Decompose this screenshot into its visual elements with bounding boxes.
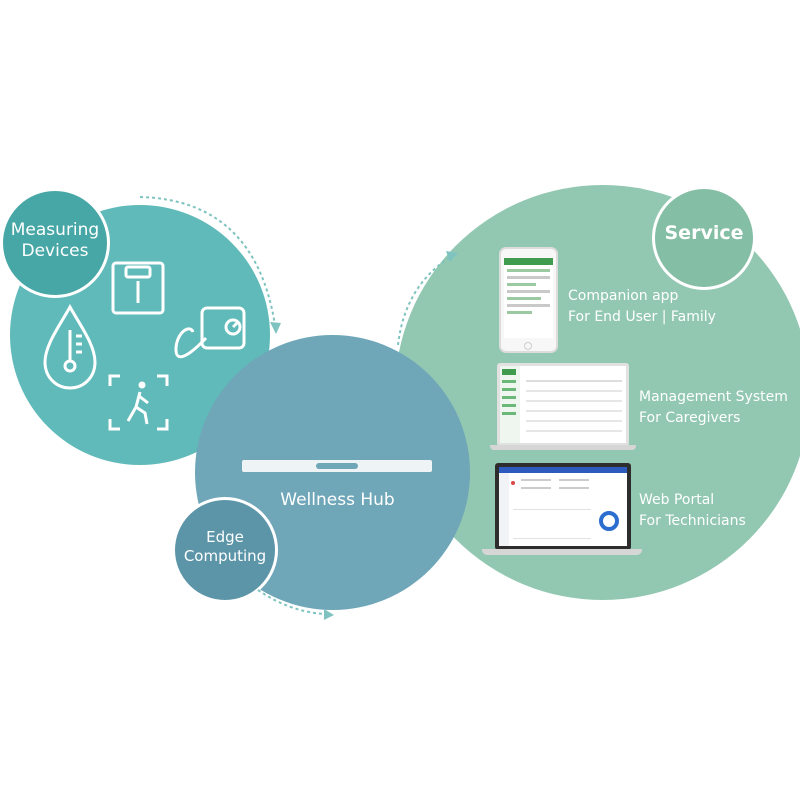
arrow-head-service bbox=[446, 251, 458, 262]
thermometer-drop-icon bbox=[45, 307, 95, 388]
gait-walking-icon bbox=[110, 376, 167, 429]
blood-pressure-monitor-icon bbox=[176, 308, 244, 357]
arrow-head-measuring bbox=[270, 322, 281, 334]
arrow-head-edge bbox=[324, 609, 334, 620]
arrow-measuring-to-hub bbox=[140, 197, 275, 325]
scale-icon bbox=[113, 263, 163, 313]
arrow-edge-out bbox=[258, 590, 325, 614]
arrow-hub-to-service bbox=[398, 256, 452, 345]
